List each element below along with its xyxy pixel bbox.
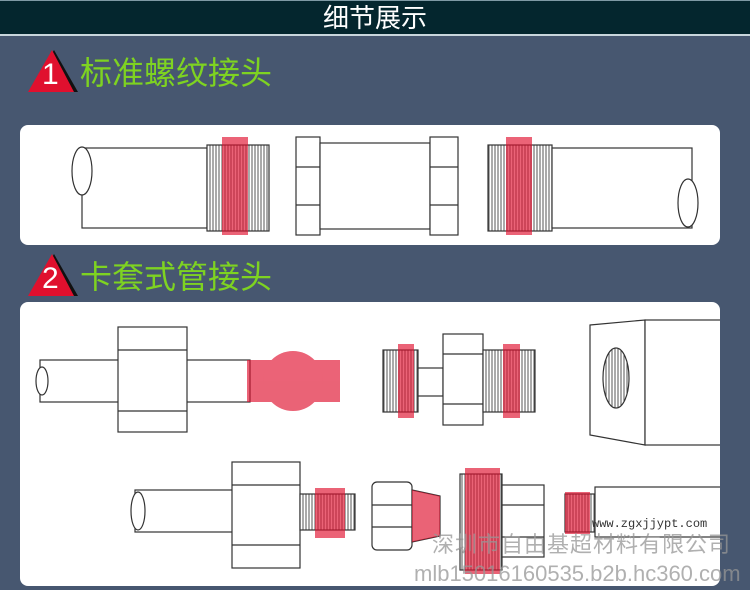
- nut-left: [295, 136, 321, 236]
- left-pipe: [81, 147, 208, 229]
- right-seal-highlight: [506, 137, 532, 235]
- red-triangle-icon: [28, 50, 78, 92]
- ferrule-fitting-diagram: [35, 319, 720, 574]
- ferrule-fitting-diagram-panel: [20, 302, 720, 586]
- section-number: 1: [42, 58, 59, 91]
- standard-thread-diagram-panel: [20, 125, 720, 245]
- red-triangle-icon: [28, 254, 78, 296]
- left-seal-highlight: [222, 137, 248, 235]
- watermark-company: 深圳市自由基超材料有限公司: [432, 533, 732, 558]
- left-pipe-end: [71, 146, 93, 196]
- nut-right: [429, 136, 459, 236]
- section-title: 卡套式管接头: [80, 258, 273, 296]
- section-title: 标准螺纹接头: [80, 54, 273, 92]
- section-1-heading: 1 标准螺纹接头: [28, 50, 348, 100]
- right-pipe: [551, 147, 693, 229]
- watermark-url: mlb15016160535.b2b.hc360.com: [414, 561, 741, 586]
- page-title: 细节展示: [322, 4, 427, 34]
- coupling-body: [319, 142, 431, 230]
- watermark-site: www.zgxjjypt.com: [592, 517, 708, 531]
- right-pipe-end: [677, 178, 699, 228]
- standard-thread-joint-diagram: [71, 136, 699, 236]
- section-number: 2: [42, 262, 59, 295]
- header-bar: 细节展示: [0, 0, 750, 36]
- section-2-heading: 2 卡套式管接头: [28, 254, 348, 304]
